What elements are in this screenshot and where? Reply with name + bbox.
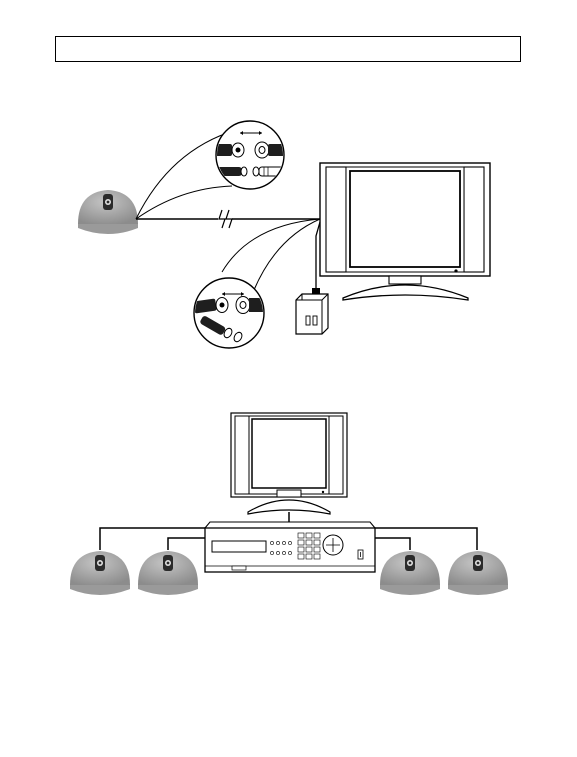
bnc-connector-detail-top-icon [214,121,288,189]
bnc-connector-detail-bottom-icon [193,278,265,348]
diagram-bottom [70,413,508,595]
dome-camera-icon [78,190,138,234]
monitor-icon-2 [231,413,347,514]
dome-camera-icon-1 [70,551,130,595]
cable-break-mark [218,210,232,228]
dome-camera-icon-4 [448,551,508,595]
monitor-icon [320,163,490,300]
dome-camera-icon-2 [138,551,198,595]
power-adapter-icon [296,288,328,334]
dome-camera-icon-3 [380,551,440,595]
diagram-top [78,121,490,348]
dvr-icon [205,522,375,572]
